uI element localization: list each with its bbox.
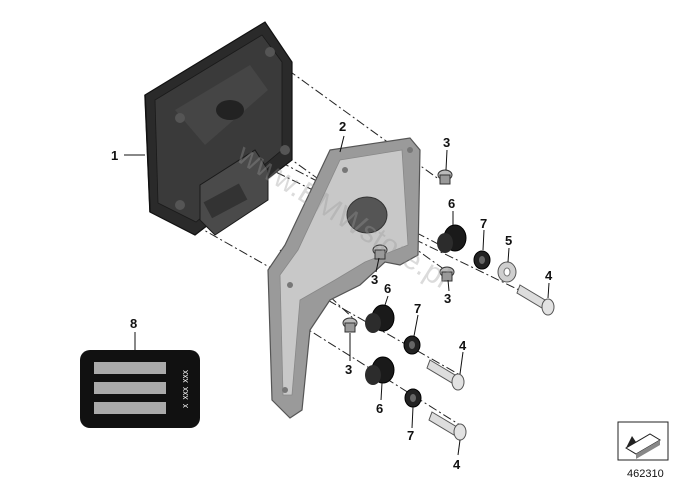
callout-3-c: 3 [444,291,451,306]
diagram-number: 462310 [627,468,664,480]
bush-part-7-c [404,388,422,408]
bolt-part-4-c [428,411,467,441]
callout-2: 2 [339,119,346,134]
callout-4-b: 4 [459,338,467,353]
bolt-part-4-a [516,284,555,316]
callout-3-d: 3 [345,362,352,377]
callout-7-b: 7 [414,301,421,316]
leader-lines [124,135,550,456]
screw-part-3-d [342,317,358,333]
callout-3-b: 3 [371,272,378,287]
screw-part-3-c [439,266,455,282]
callout-6-c: 6 [376,401,383,416]
control-unit-part-1 [144,21,293,236]
callout-8: 8 [130,316,137,331]
reference-arrow-icon [625,433,661,459]
callout-4-a: 4 [545,268,553,283]
bush-part-7-b [403,335,421,355]
grommet-part-6-c [365,356,395,385]
screw-part-3-b [372,244,388,260]
diagram-reference-box: 462310 [617,421,669,480]
callout-6-a: 6 [448,196,455,211]
screw-part-3-a [437,169,453,185]
callout-7-a: 7 [480,216,487,231]
bracket-part-2 [267,137,421,419]
washer-part-5 [497,261,517,283]
bolt-part-4-b [426,359,465,391]
callout-4-c: 4 [453,457,461,472]
callout-3-a: 3 [443,135,450,150]
grommet-part-6-a [437,224,467,253]
grommet-part-6-b [365,304,395,333]
label-part-8: X XXX XXX [80,350,200,428]
callout-7-c: 7 [407,428,414,443]
label-serial-text: X XXX XXX [182,369,190,408]
callout-6-b: 6 [384,281,391,296]
callout-5: 5 [505,233,512,248]
bush-part-7-a [473,250,491,270]
callout-1: 1 [111,148,118,163]
